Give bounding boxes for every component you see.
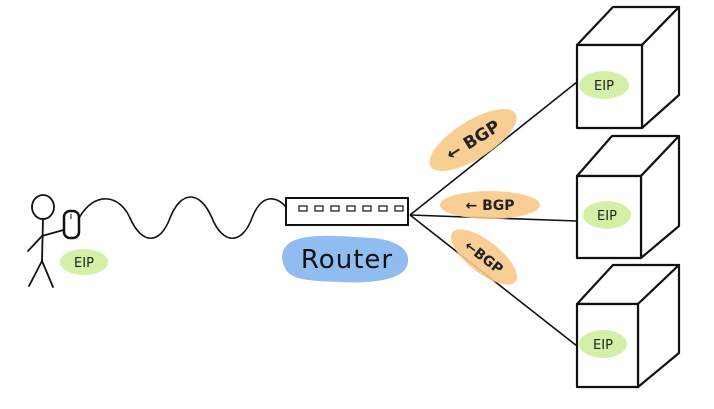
router-label: Router <box>282 235 409 283</box>
server-eip-text: EIP <box>593 338 613 353</box>
server-eip-text: EIP <box>594 79 614 94</box>
server-eip-badge-2: EIP <box>583 201 631 229</box>
router-text: Router <box>301 245 393 275</box>
user-eip-text: EIP <box>74 256 94 271</box>
server-eip-text: EIP <box>597 209 617 224</box>
stick-figure-icon <box>27 194 68 288</box>
bgp-label-top: ← BGP <box>429 108 517 172</box>
server-eip-badge-1: EIP <box>579 71 629 99</box>
router-icon <box>285 197 409 226</box>
bgp-text-middle: ← BGP <box>465 198 514 214</box>
cable-wave <box>78 196 291 239</box>
server-box-icon <box>575 134 681 260</box>
user-eip-badge: EIP <box>60 249 108 275</box>
bgp-label-middle: ← BGP <box>440 191 540 219</box>
phone-icon <box>62 209 81 240</box>
server-box-icon <box>575 5 681 130</box>
server-eip-badge-3: EIP <box>579 330 627 358</box>
server-box-icon <box>575 263 681 389</box>
bgp-label-bottom: ←BGP <box>450 229 518 285</box>
